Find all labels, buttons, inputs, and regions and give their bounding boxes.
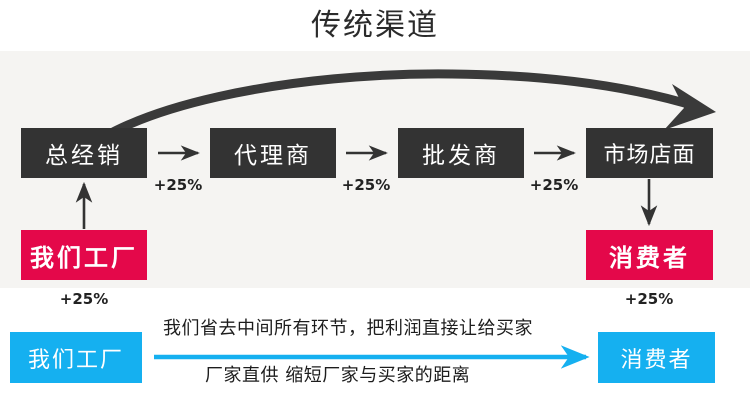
chain-node-distributor[interactable]: 总经销 xyxy=(21,128,147,178)
markup-label-factory: +25% xyxy=(59,290,109,308)
consumer-label: 消费者 xyxy=(609,243,690,272)
direct-channel-caption-top: 我们省去中间所有环节，把利润直接让给买家 xyxy=(163,318,533,339)
chain-node-retail-store[interactable]: 市场店面 xyxy=(586,128,713,178)
markup-label-3: +25% xyxy=(529,176,579,194)
chain-node-label: 总经销 xyxy=(45,143,123,169)
consumer-node[interactable]: 消费者 xyxy=(586,230,713,280)
our-factory-node[interactable]: 我们工厂 xyxy=(21,230,147,280)
markup-label-consumer: +25% xyxy=(624,290,674,308)
markup-label-1: +25% xyxy=(153,176,203,194)
page-title: 传统渠道 xyxy=(311,8,439,43)
direct-factory-label: 我们工厂 xyxy=(27,347,124,373)
chain-node-label: 市场店面 xyxy=(603,143,696,168)
direct-consumer-node[interactable]: 消费者 xyxy=(598,332,715,383)
chain-node-wholesaler[interactable]: 批发商 xyxy=(398,128,524,178)
direct-consumer-label: 消费者 xyxy=(620,347,693,373)
chain-node-agent[interactable]: 代理商 xyxy=(210,128,336,178)
markup-label-2: +25% xyxy=(341,176,391,194)
direct-factory-node[interactable]: 我们工厂 xyxy=(10,332,142,383)
chain-node-label: 代理商 xyxy=(234,143,312,169)
our-factory-label: 我们工厂 xyxy=(30,243,138,272)
chain-node-label: 批发商 xyxy=(422,143,500,169)
direct-channel-caption-bottom: 厂家直供 缩短厂家与买家的距离 xyxy=(205,365,471,386)
